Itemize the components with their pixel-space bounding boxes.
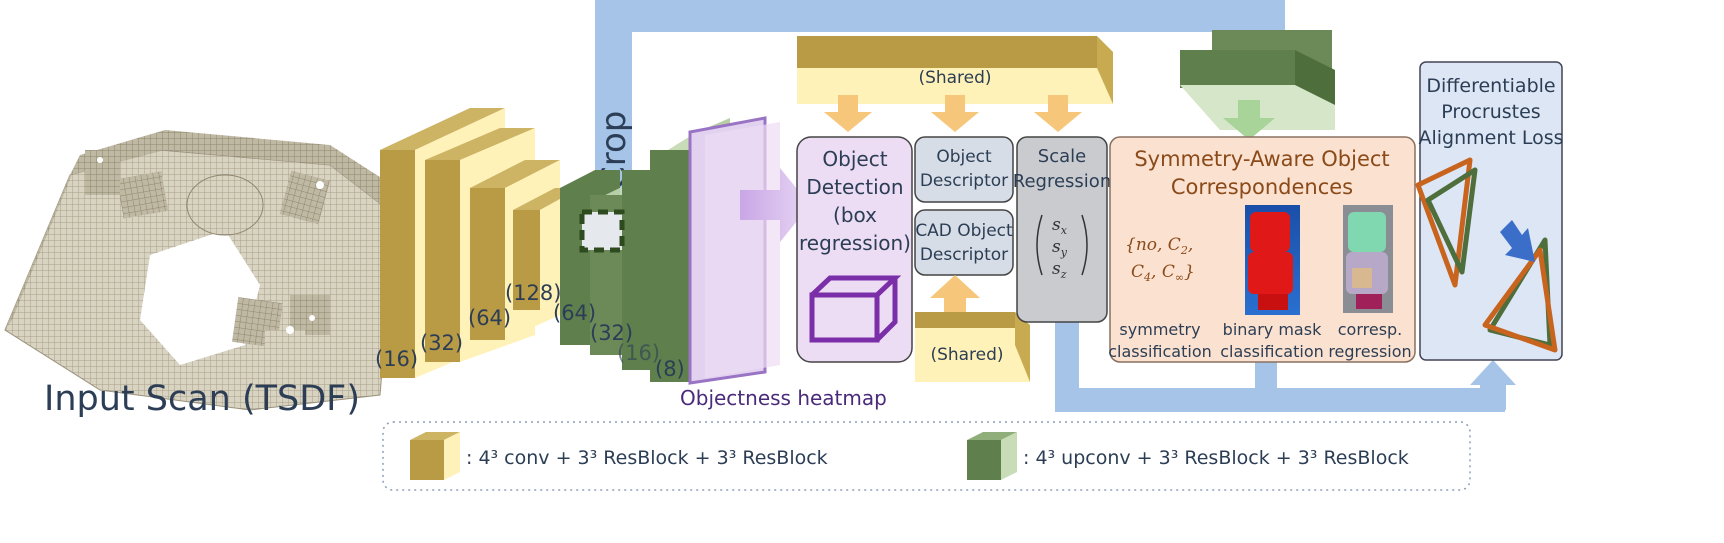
svg-text:C4, C∞}: C4, C∞} — [1131, 262, 1195, 284]
encoder-conv-blocks — [380, 108, 580, 378]
legend-upconv-cube — [967, 432, 1017, 480]
object-detection-line1: Object — [822, 147, 887, 171]
scale-vector: sx sy sz — [1036, 214, 1088, 281]
object-descriptor-line2: Descriptor — [920, 171, 1008, 191]
purple-arrow-icon — [740, 168, 810, 242]
decoder-channel-32: (32) — [590, 321, 633, 345]
legend-conv-text: : 4³ conv + 3³ ResBlock + 3³ ResBlock — [466, 447, 828, 469]
legend-upconv-text: : 4³ upconv + 3³ ResBlock + 3³ ResBlock — [1023, 447, 1409, 469]
object-detection-line3: (box — [833, 203, 877, 227]
legend-conv-cube — [410, 432, 460, 480]
object-descriptor-panel — [914, 136, 1014, 203]
encoder-channel-64: (64) — [468, 306, 511, 330]
alignment-triangles-icon — [1415, 157, 1558, 353]
object-detection-panel — [796, 136, 913, 363]
symmetry-label-1: symmetry — [1119, 320, 1200, 339]
scale-sz-sub: z — [1060, 268, 1067, 281]
symmetry-label-2: classification — [1108, 342, 1212, 361]
encoder-channel-128: (128) — [505, 281, 561, 305]
top-feature-cubes — [797, 36, 1113, 104]
yellow-up-arrow — [930, 275, 980, 315]
scale-regression-panel — [1016, 136, 1108, 323]
input-scan-label: Input Scan (TSDF) — [44, 379, 360, 419]
mask-label-1: binary mask — [1223, 320, 1322, 339]
procrustes-line3: Alignment Loss — [1418, 127, 1563, 149]
encoder-channel-16: (16) — [375, 347, 418, 371]
scale-regression-line2: Regression — [1013, 171, 1111, 192]
objectness-heatmap-label: Objectness heatmap — [680, 386, 887, 410]
corresp-label-1: corresp. — [1338, 320, 1403, 339]
object-descriptor-line1: Object — [936, 147, 992, 167]
decoder-channel-16: (16) — [617, 341, 660, 365]
shared-label-bottom: (Shared) — [930, 345, 1003, 365]
input-scan-image — [4, 130, 400, 411]
bottom-shared-cube — [915, 312, 1030, 382]
object-detection-line4: regression) — [799, 231, 911, 255]
cad-descriptor-line2: Descriptor — [920, 245, 1008, 265]
crop-box-icon — [579, 209, 625, 253]
scale-sy-sub: y — [1060, 246, 1068, 259]
object-detection-line2: Detection — [806, 175, 903, 199]
decoder-channel-64: (64) — [553, 301, 596, 325]
svg-text:sy: sy — [1052, 237, 1068, 259]
bounding-box-icon — [809, 275, 902, 343]
decoder-channel-8: (8) — [655, 357, 685, 381]
mask-label-2: classification — [1220, 342, 1324, 361]
svg-text:sx: sx — [1052, 215, 1068, 237]
cad-descriptor-line1: CAD Object — [915, 221, 1013, 241]
corresp-label-2: regression — [1328, 342, 1411, 361]
crop-flow-path — [595, 0, 1516, 412]
procrustes-line2: Procrustes — [1441, 101, 1540, 123]
correspondence-image — [1343, 205, 1393, 313]
scale-sy: s — [1052, 237, 1061, 257]
green-down-arrow — [1223, 100, 1275, 140]
encoder-channel-32: (32) — [420, 331, 463, 355]
scale-sx: s — [1052, 215, 1061, 235]
symmetry-title-line2: Correspondences — [1171, 175, 1353, 199]
yellow-down-arrows — [824, 95, 1082, 132]
legend-box — [382, 421, 1471, 491]
symmetry-class-set: {no, C2, C4, C∞} — [1125, 235, 1195, 284]
svg-text:sz: sz — [1052, 259, 1067, 281]
binary-mask-image — [1245, 205, 1300, 315]
svg-text:{no, C2,: {no, C2, — [1125, 235, 1193, 257]
procrustes-line1: Differentiable — [1426, 75, 1555, 97]
blue-diagonal-arrow — [1500, 220, 1535, 262]
scale-regression-line1: Scale — [1038, 146, 1086, 167]
scale-sx-sub: x — [1061, 224, 1068, 237]
cad-descriptor-panel — [914, 209, 1014, 276]
scale-sz: s — [1052, 259, 1061, 279]
shared-label-top: (Shared) — [918, 68, 991, 88]
symmetry-title-line1: Symmetry-Aware Object — [1134, 147, 1389, 171]
